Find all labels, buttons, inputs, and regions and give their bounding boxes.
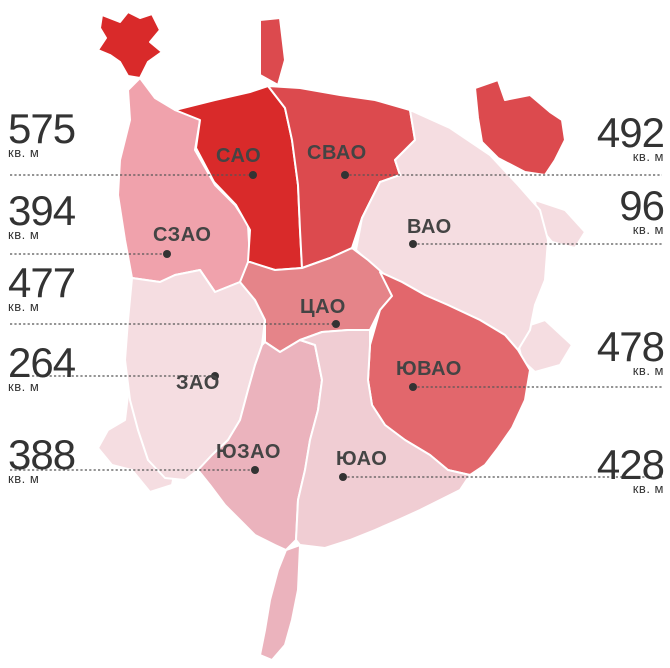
label-szao: СЗАО <box>153 224 211 246</box>
stat-szao: 394 кв. м <box>8 187 76 242</box>
label-sao: САО <box>216 145 261 167</box>
stat-uvao-unit: кв. м <box>632 363 664 378</box>
stat-uvao: 478 кв. м <box>596 323 665 378</box>
stat-zao-unit: кв. м <box>8 379 40 394</box>
anchor-sao <box>249 171 257 179</box>
stat-zao: 264 кв. м <box>8 339 76 394</box>
stat-uao-value: 428 <box>596 441 665 488</box>
stat-uzao-unit: кв. м <box>8 471 40 486</box>
label-uao: ЮАО <box>336 448 387 470</box>
stat-szao-unit: кв. м <box>8 227 40 242</box>
label-uvao: ЮВАО <box>396 358 462 380</box>
stat-cao-unit: кв. м <box>8 299 40 314</box>
district-vao-ne-exclave <box>474 79 566 176</box>
anchor-szao <box>163 250 171 258</box>
stat-uao: 428 кв. м <box>596 441 665 496</box>
anchor-uao <box>339 473 347 481</box>
stat-svao-unit: кв. м <box>632 149 664 164</box>
stat-uao-unit: кв. м <box>632 481 664 496</box>
label-svao: СВАО <box>307 142 367 164</box>
stat-vao-unit: кв. м <box>632 222 664 237</box>
stat-cao-value: 477 <box>8 259 76 306</box>
stat-zao-value: 264 <box>8 339 76 386</box>
stat-sao: 575 кв. м <box>8 105 76 160</box>
stat-szao-value: 394 <box>8 187 76 234</box>
anchor-zao <box>211 372 219 380</box>
district-uzao-tail <box>259 544 301 661</box>
stat-vao: 96 кв. м <box>619 182 665 237</box>
label-uzao: ЮЗАО <box>216 441 281 463</box>
district-zelenograd <box>97 11 163 79</box>
stat-uzao: 388 кв. м <box>8 431 76 486</box>
stat-svao: 492 кв. м <box>596 109 665 164</box>
stat-cao: 477 кв. м <box>8 259 76 314</box>
stat-sao-value: 575 <box>8 105 76 152</box>
label-cao: ЦАО <box>300 296 346 318</box>
anchor-uvao <box>409 383 417 391</box>
stat-uvao-value: 478 <box>596 323 665 370</box>
district-uao <box>295 329 471 549</box>
anchor-vao <box>409 240 417 248</box>
district-svao-strip <box>259 17 286 86</box>
stat-sao-unit: кв. м <box>8 145 40 160</box>
stat-vao-value: 96 <box>619 182 665 229</box>
anchor-cao <box>332 320 340 328</box>
stat-svao-value: 492 <box>596 109 665 156</box>
stat-uzao-value: 388 <box>8 431 76 478</box>
label-vao: ВАО <box>407 216 452 238</box>
anchor-uzao <box>251 466 259 474</box>
anchor-svao <box>341 171 349 179</box>
label-zao: ЗАО <box>176 372 220 394</box>
